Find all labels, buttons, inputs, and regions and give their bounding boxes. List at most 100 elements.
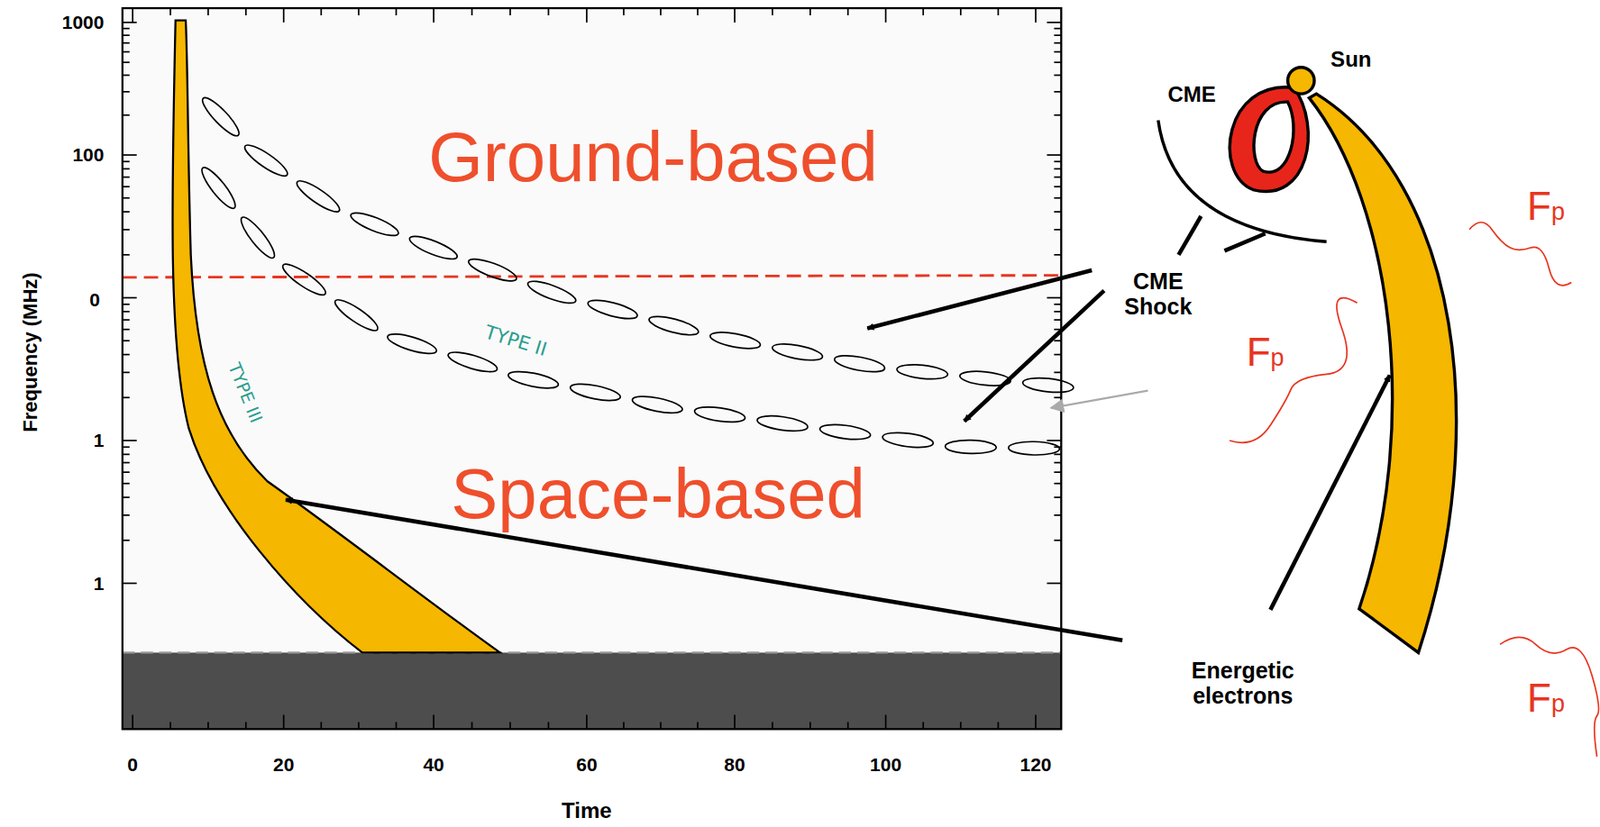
axis-tick	[1053, 185, 1061, 188]
axis-tick	[733, 8, 736, 23]
tick-label: 1	[93, 573, 105, 595]
axis-tick	[122, 396, 130, 399]
axis-tick	[696, 8, 699, 16]
axis-tick	[245, 722, 247, 730]
axis-tick	[122, 462, 130, 465]
object-label: Energetic electrons	[1179, 658, 1307, 709]
axis-tick	[1053, 372, 1061, 375]
region-label: Space-based	[450, 455, 866, 534]
ionospheric-cutoff	[122, 652, 1061, 730]
axis-tick	[1053, 483, 1061, 485]
axis-tick	[622, 8, 625, 16]
axis-tick	[771, 722, 774, 730]
tick-label: 40	[422, 754, 444, 777]
object-label: CME	[1168, 82, 1216, 108]
axis-tick	[169, 8, 172, 16]
axis-tick	[1046, 21, 1061, 24]
axis-tick	[122, 197, 130, 200]
sun-disk	[1288, 67, 1315, 94]
axis-tick	[207, 722, 210, 730]
burst-blob	[198, 93, 244, 140]
axis-tick	[122, 297, 138, 300]
ground-space-divide	[122, 275, 1061, 278]
axis-tick	[122, 303, 130, 306]
tick-label: 60	[576, 754, 597, 777]
tick-label: 1000	[62, 11, 105, 34]
burst-blob	[708, 329, 761, 352]
axis-tick	[320, 8, 322, 16]
axis-tick	[1053, 319, 1061, 321]
axis-tick	[1053, 396, 1061, 399]
axis-tick	[1053, 446, 1061, 448]
burst-blob	[630, 393, 684, 417]
axis-tick	[922, 722, 924, 730]
axis-tick	[1034, 714, 1037, 730]
axis-tick	[1053, 310, 1061, 313]
burst-blob	[585, 296, 639, 323]
emission-wave	[1229, 298, 1358, 444]
axis-tick	[131, 8, 134, 23]
pointer-arrow	[1051, 391, 1149, 409]
axis-tick	[1053, 91, 1061, 93]
plot-area	[122, 8, 1061, 730]
axis-tick	[122, 483, 130, 485]
burst-label: TYPE III	[224, 360, 266, 426]
cme-loop	[1229, 87, 1308, 192]
region-label: Ground-based	[428, 118, 878, 198]
burst-blob	[881, 430, 934, 451]
burst-blob	[819, 422, 872, 443]
burst-blob	[466, 255, 519, 286]
axis-tick	[122, 114, 130, 117]
cme-shock-front	[1158, 120, 1327, 243]
axis-tick	[885, 8, 887, 23]
axis-tick	[122, 27, 130, 30]
axis-tick	[122, 51, 130, 54]
axis-tick	[885, 714, 887, 730]
type-ii-burst	[197, 93, 1075, 457]
axis-tick	[1053, 254, 1061, 256]
leader-line	[1224, 233, 1265, 251]
axis-tick	[432, 8, 435, 23]
axis-tick	[245, 8, 247, 16]
axis-tick	[1053, 74, 1061, 77]
tick-label: 0	[89, 289, 101, 311]
axis-tick	[122, 91, 130, 93]
burst-blob	[506, 368, 559, 393]
axis-tick	[809, 8, 812, 16]
axis-tick	[1053, 539, 1061, 542]
burst-blob	[197, 164, 240, 213]
burst-blob	[832, 352, 886, 375]
axis-tick	[1053, 34, 1061, 37]
axis-tick	[471, 8, 474, 16]
axis-tick	[122, 42, 130, 45]
burst-blob	[568, 381, 622, 405]
axis-title: Frequency (MHz)	[19, 272, 43, 432]
axis-tick	[1053, 168, 1061, 171]
burst-blob	[385, 329, 439, 357]
axis-ticks	[122, 8, 1061, 730]
axis-tick	[357, 722, 360, 730]
burst-blob	[1022, 375, 1075, 395]
tick-label: 100	[72, 144, 104, 166]
burst-blob	[770, 340, 823, 364]
axis-tick	[1034, 8, 1037, 23]
tick-label: 80	[723, 754, 745, 777]
burst-blob	[944, 439, 997, 455]
burst-blob	[896, 362, 949, 382]
burst-blob	[279, 259, 330, 300]
plasma-frequency-label: Fp	[1526, 183, 1565, 229]
axis-tick	[1053, 496, 1061, 499]
axis-tick	[122, 354, 130, 357]
pointer-arrow	[867, 270, 1092, 330]
axis-tick	[1053, 51, 1061, 54]
axis-tick	[659, 722, 662, 730]
burst-blob	[647, 312, 700, 339]
tick-label: 0	[127, 754, 138, 777]
burst-blob	[1008, 441, 1061, 457]
pointer-arrow	[1270, 375, 1390, 611]
axis-title: Time	[561, 799, 613, 824]
axis-tick	[122, 339, 130, 342]
axis-tick	[960, 722, 962, 730]
axis-tick	[122, 454, 130, 457]
axis-tick	[122, 583, 138, 586]
